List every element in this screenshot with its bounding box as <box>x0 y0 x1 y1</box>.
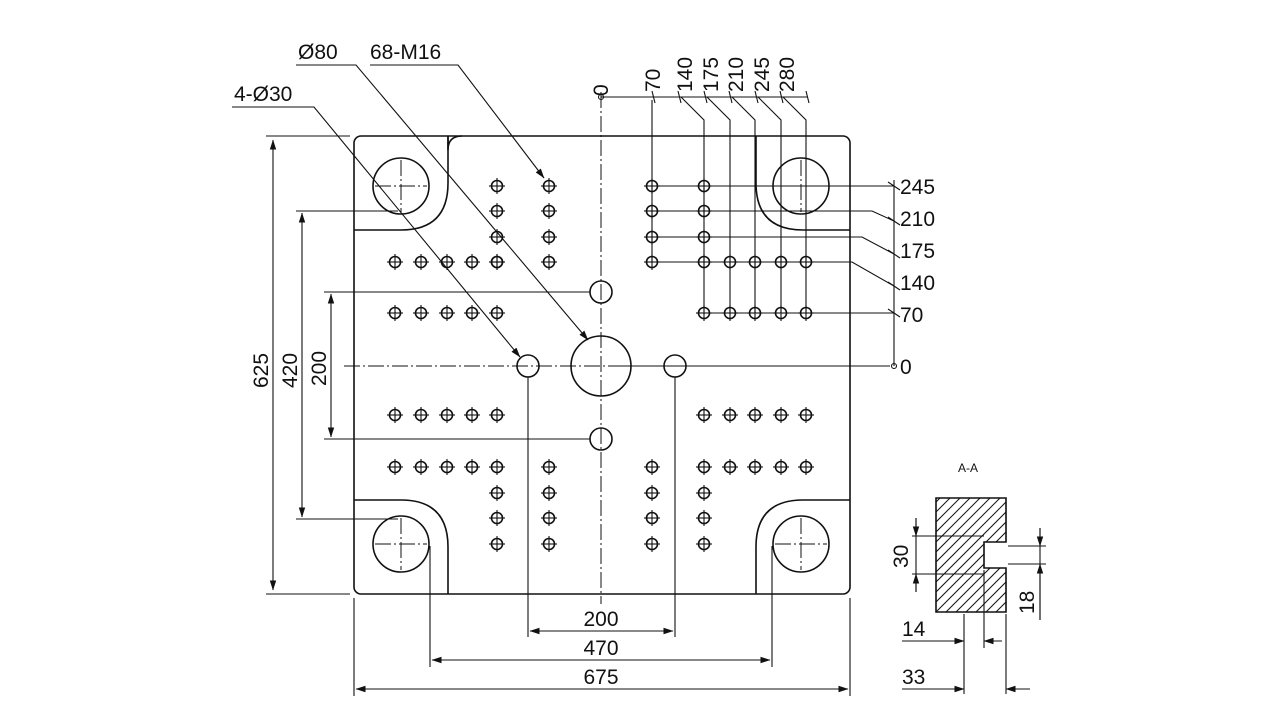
section-hatch-line <box>936 498 981 612</box>
top-dim-70: 70 <box>642 69 665 92</box>
right-dim-175: 175 <box>900 240 935 263</box>
left-dimension-group: 625 420 200 <box>250 135 590 595</box>
top-dimension-group: 0 70 140 175 210 245 280 <box>590 57 810 312</box>
platen-outline <box>353 135 851 595</box>
section-hatch-line <box>1056 498 1170 612</box>
section-hatch-line <box>936 498 1006 612</box>
section-hatch-line <box>1026 498 1140 612</box>
section-hatch-line <box>936 498 1006 612</box>
section-hatch-line <box>1046 498 1160 612</box>
right-dim-245: 245 <box>900 176 935 199</box>
section-hatch-line <box>975 498 1006 612</box>
section-hatch-line <box>965 498 1006 612</box>
section-a-a: A-A 30 18 14 33 <box>890 461 1180 694</box>
right-dim-70: 70 <box>900 304 923 327</box>
callout-tie-bar-holes: 4-Ø30 <box>234 83 292 106</box>
bottom-dim-675: 675 <box>583 666 618 689</box>
section-hatch-line <box>936 498 1001 612</box>
section-hatch-line <box>936 498 1006 612</box>
section-dim-30: 30 <box>890 545 913 568</box>
right-dim-210: 210 <box>900 208 935 231</box>
bottom-dimension-group: 200 470 675 <box>353 377 851 696</box>
bottom-dim-470: 470 <box>583 637 618 660</box>
section-hatch-line <box>1066 498 1180 612</box>
right-dimension-group: 245 210 175 140 70 0 <box>610 176 935 379</box>
top-dim-175: 175 <box>700 57 723 92</box>
center-lines <box>344 92 862 604</box>
bottom-dim-200: 200 <box>583 608 618 631</box>
section-hatch-line <box>1036 498 1150 612</box>
section-hatch-line <box>936 498 961 612</box>
top-dim-0: 0 <box>590 84 613 96</box>
callout-tapped-holes: 68-M16 <box>370 41 441 64</box>
section-hatch-line <box>936 498 941 612</box>
section-title: A-A <box>958 461 978 475</box>
callout-center-bore: Ø80 <box>298 41 338 64</box>
right-dim-0: 0 <box>900 356 912 379</box>
section-hatch-line <box>985 498 1006 612</box>
right-dim-140: 140 <box>900 272 935 295</box>
section-dim-18: 18 <box>1016 591 1039 614</box>
left-dim-625: 625 <box>250 353 273 388</box>
left-dim-420: 420 <box>279 353 302 388</box>
section-hatch-line <box>995 498 1006 612</box>
top-dim-245: 245 <box>751 57 774 92</box>
section-hatch-line <box>936 498 1006 612</box>
left-dim-200: 200 <box>308 351 331 386</box>
top-dim-140: 140 <box>674 57 697 92</box>
top-dim-210: 210 <box>725 57 748 92</box>
section-dim-33: 33 <box>902 666 925 689</box>
section-hatch-line <box>936 498 991 612</box>
section-dim-14: 14 <box>902 618 926 641</box>
top-dim-280: 280 <box>776 57 799 92</box>
section-hatch-line <box>936 498 971 612</box>
callout-group: Ø80 68-M16 4-Ø30 <box>232 41 589 358</box>
section-hatch-line <box>955 498 1006 612</box>
